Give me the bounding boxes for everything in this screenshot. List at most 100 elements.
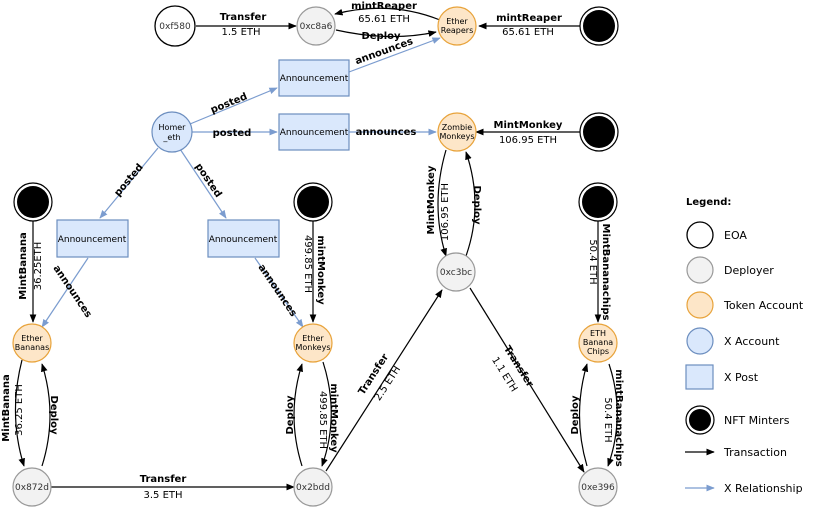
node-label-bananas-2: Bananas bbox=[15, 343, 50, 352]
edge-label-1-5-eth: 1.5 ETH bbox=[221, 27, 260, 38]
edge-label-mintmonkey: MintMonkey bbox=[494, 120, 563, 131]
legend-label-transaction: Transaction bbox=[723, 446, 787, 459]
edge-label-deploy-zombie: Deploy bbox=[471, 185, 482, 225]
node-x-post-announcement-4[interactable]: Announcement bbox=[207, 219, 280, 258]
edge-label-499-85-eth: 499.85 ETH bbox=[302, 235, 313, 293]
edge-label-499-85-eth-2: 499.85 ETH bbox=[317, 391, 328, 449]
node-x-account-homer[interactable]: Homer _eth bbox=[151, 111, 193, 153]
edge-label-50-4-eth: 50.4 ETH bbox=[587, 239, 598, 284]
legend-title: Legend: bbox=[686, 197, 731, 208]
legend-label-x-relationship: X Relationship bbox=[724, 482, 803, 495]
node-token-zombie-monkeys[interactable]: Zombie Monkeys bbox=[437, 112, 477, 152]
edge-label-announces-4: announces bbox=[256, 262, 299, 319]
edge-deploy-2bdd-monkeys bbox=[293, 363, 303, 467]
legend-x-post-swatch bbox=[685, 364, 714, 390]
node-label-ann-3: Announcement bbox=[58, 235, 127, 245]
edge-mintbananachips-chips-e396 bbox=[607, 363, 618, 467]
legend-label-x-account: X Account bbox=[724, 335, 780, 348]
edge-label-mintbanana-2: MintBanana bbox=[1, 374, 12, 441]
edge-label-mintbananachips-2: mintBananachips bbox=[613, 369, 624, 466]
edge-label-50-4-eth-2: 50.4 ETH bbox=[602, 397, 613, 442]
edge-label-deploy-bananas: Deploy bbox=[48, 395, 59, 435]
node-label-chips-2: Banana bbox=[583, 338, 613, 347]
edge-announces-ann3-bananas bbox=[41, 257, 89, 328]
node-label-0xe396: 0xe396 bbox=[581, 483, 615, 493]
node-x-post-announcement-3[interactable]: Announcement bbox=[56, 219, 129, 258]
legend-deployer-swatch bbox=[686, 256, 714, 284]
edge-label-mintreaper-2: mintReaper bbox=[496, 13, 562, 24]
node-nft-minter-reaper[interactable] bbox=[579, 6, 619, 46]
node-token-eth-banana-chips[interactable]: ETH Banana Chips bbox=[578, 323, 618, 363]
edge-label-posted-4: posted bbox=[193, 161, 224, 199]
node-token-ether-monkeys[interactable]: Ether Monkeys bbox=[293, 323, 333, 363]
edge-label-106-95-eth: 106.95 ETH bbox=[499, 135, 557, 146]
node-label-0x2bdd: 0x2bdd bbox=[296, 483, 330, 493]
node-label-0xc3bc: 0xc3bc bbox=[440, 268, 472, 278]
node-nft-minter-monkey-2[interactable] bbox=[293, 182, 333, 222]
edge-deploy-c8a6-reapers bbox=[335, 29, 437, 38]
node-nft-minter-bananachips[interactable] bbox=[578, 182, 618, 222]
edge-announces-ann1-reapers bbox=[348, 37, 441, 73]
node-deployer-0xe396[interactable]: 0xe396 bbox=[578, 467, 618, 507]
edge-label-mintmonkey-2: MintMonkey bbox=[426, 165, 437, 234]
edge-label-posted-1: posted bbox=[209, 91, 249, 116]
node-label-zombie-1: Zombie bbox=[442, 123, 472, 132]
edge-label-deploy-chips: Deploy bbox=[570, 395, 581, 435]
node-label-reapers-2: Reapers bbox=[441, 26, 473, 35]
edge-label-announces-3: announces bbox=[51, 263, 94, 320]
edge-label-transfer-2: Transfer bbox=[140, 474, 187, 485]
edge-label-mintbananachips: MintBananachips bbox=[600, 224, 611, 321]
edge-label-deploy-monkeys: Deploy bbox=[285, 395, 296, 435]
node-deployer-0x872d[interactable]: 0x872d bbox=[12, 467, 52, 507]
node-deployer-0xc8a6[interactable]: 0xc8a6 bbox=[296, 6, 336, 46]
edge-mintreaper-reapers-c8a6 bbox=[334, 7, 441, 21]
node-nft-minter-banana[interactable] bbox=[13, 182, 53, 222]
node-label-reapers-1: Ether bbox=[446, 17, 468, 26]
legend-nft-swatch bbox=[685, 405, 715, 435]
edge-label-3-5-eth: 3.5 ETH bbox=[143, 490, 182, 501]
edge-label-posted-2: posted bbox=[213, 128, 252, 139]
node-deployer-0x2bdd[interactable]: 0x2bdd bbox=[293, 467, 333, 507]
edge-deploy-872d-bananas bbox=[41, 363, 51, 467]
node-nft-minter-monkey[interactable] bbox=[579, 112, 619, 152]
node-label-0x872d: 0x872d bbox=[15, 483, 49, 493]
node-x-post-announcement-1[interactable]: Announcement bbox=[278, 59, 350, 97]
legend-label-token: Token Account bbox=[723, 299, 804, 312]
edge-label-mintmonkey-3: mintMonkey bbox=[315, 235, 326, 305]
node-label-bananas-1: Ether bbox=[21, 334, 43, 343]
node-deployer-0xc3bc[interactable]: 0xc3bc bbox=[436, 252, 476, 292]
node-label-ann-2: Announcement bbox=[280, 128, 349, 138]
node-label-homer-1: Homer bbox=[159, 123, 187, 132]
node-token-ether-reapers[interactable]: Ether Reapers bbox=[437, 6, 477, 46]
node-label-0xf580: 0xf580 bbox=[159, 22, 191, 32]
legend-label-eoa: EOA bbox=[724, 229, 747, 242]
edge-label-transfer-1: Transfer bbox=[220, 12, 267, 23]
node-label-monkeys-2: Monkeys bbox=[295, 343, 330, 352]
edge-mintmonkey-zombie-c3bc bbox=[437, 149, 447, 257]
edge-label-announces-2: announces bbox=[356, 127, 417, 138]
legend-label-nft: NFT Minters bbox=[724, 414, 790, 427]
node-label-0xc8a6: 0xc8a6 bbox=[300, 22, 333, 32]
node-eoa-0xf580[interactable]: 0xf580 bbox=[154, 5, 196, 47]
node-x-post-announcement-2[interactable]: Announcement bbox=[278, 113, 350, 151]
edge-label-36-25eth: 36.25ETH bbox=[33, 242, 44, 291]
edge-mintmonkey-monkeys-2bdd bbox=[321, 361, 332, 467]
edge-deploy-c3bc-zombie bbox=[465, 151, 476, 257]
edge-posted-homer-ann1 bbox=[189, 87, 278, 125]
edge-label-mintbanana: MintBanana bbox=[18, 232, 29, 299]
edge-label-36-25-eth: 36.25 ETH bbox=[14, 384, 25, 436]
edge-announces-ann4-monkeys bbox=[254, 257, 304, 328]
node-label-chips-1: ETH bbox=[590, 329, 606, 338]
node-label-homer-2: _eth bbox=[162, 133, 180, 142]
legend-label-deployer: Deployer bbox=[724, 264, 774, 277]
legend-eoa-swatch bbox=[686, 221, 714, 249]
edge-label-106-95-eth-2: 106.95 ETH bbox=[440, 183, 451, 241]
node-token-ether-bananas[interactable]: Ether Bananas bbox=[12, 323, 52, 363]
node-label-zombie-2: Monkeys bbox=[439, 132, 474, 141]
legend-label-x-post: X Post bbox=[724, 371, 759, 384]
edge-label-mintmonkey-4: mintMonkey bbox=[328, 383, 339, 453]
edge-mintbanana-bananas-872d bbox=[14, 359, 25, 467]
node-label-ann-4: Announcement bbox=[209, 235, 278, 245]
